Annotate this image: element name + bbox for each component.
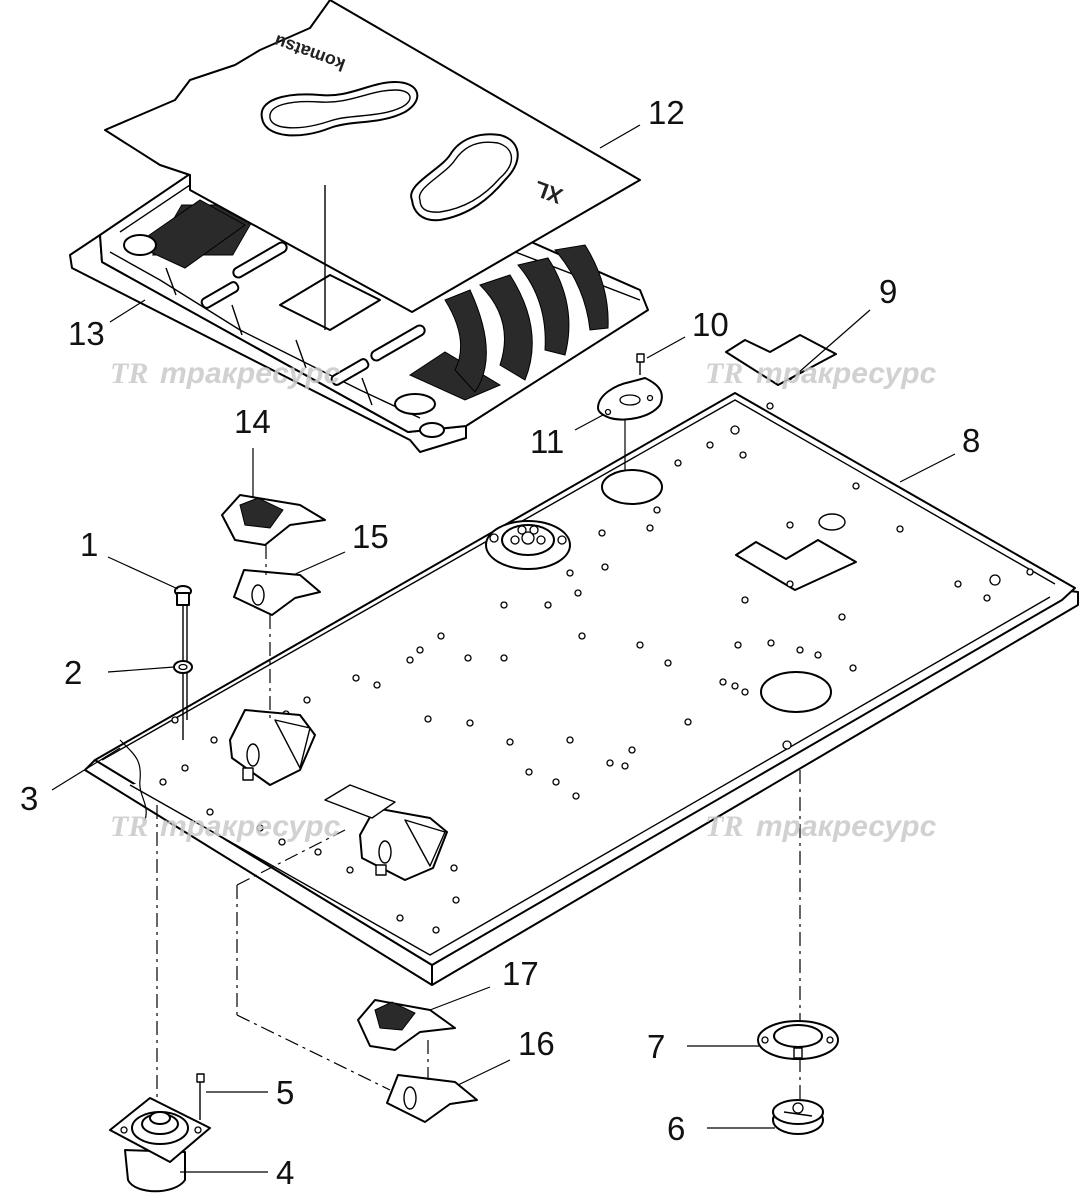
callout-12: 12	[648, 94, 685, 131]
callout-2: 2	[64, 654, 82, 691]
part-11-flange	[597, 377, 663, 470]
plate-flange	[485, 520, 571, 570]
callout-14: 14	[234, 403, 271, 440]
part-9-cover	[725, 334, 837, 386]
watermark-bottom-left: TR тракресурс	[110, 810, 341, 843]
callout-1: 1	[80, 526, 98, 563]
part-16-bracket	[386, 1074, 478, 1123]
assembly-lines	[156, 545, 801, 1100]
callout-5: 5	[276, 1074, 294, 1111]
plate-bracket-1	[229, 709, 316, 786]
watermark-logo: TR	[705, 357, 743, 390]
watermark-logo: TR	[110, 810, 148, 843]
watermark-top-right: TR тракресурс	[705, 357, 937, 390]
callout-6: 6	[667, 1110, 685, 1147]
part-10-bolt	[636, 353, 645, 375]
mat-handle-1	[200, 241, 288, 309]
plate-bracket-2	[324, 784, 448, 881]
floor-plate	[84, 392, 1079, 986]
watermark-logo: TR	[110, 357, 148, 390]
callout-3: 3	[20, 780, 38, 817]
top-mat: komatsu XL	[104, 0, 641, 330]
watermark-text: тракресурс	[756, 357, 937, 390]
callout-10: 10	[692, 306, 729, 343]
part-4-mount	[109, 1097, 211, 1193]
part-5-screw	[196, 1073, 205, 1120]
leader-lines	[51, 124, 956, 1173]
watermark-text: тракресурс	[160, 357, 341, 390]
watermark-top-left: TR тракресурс	[110, 357, 341, 390]
callout-16: 16	[518, 1025, 555, 1062]
part-7-ring	[757, 1020, 839, 1060]
callout-17: 17	[502, 955, 539, 992]
callout-13: 13	[68, 315, 105, 352]
plate-holes	[159, 402, 1034, 934]
watermark-logo: TR	[705, 810, 743, 843]
watermark-text: тракресурс	[756, 810, 937, 843]
part-14-bracket	[221, 494, 326, 546]
part-6-cushion	[772, 1099, 824, 1135]
mat-handle-2	[330, 324, 426, 386]
callout-11: 11	[530, 423, 564, 460]
part-2-washer	[173, 660, 193, 674]
callout-9: 9	[879, 273, 897, 310]
callout-8: 8	[962, 422, 980, 459]
callouts: 1 2 3 4 5 6 7 8 9 10 11 12 13 14 15 16 1…	[20, 94, 980, 1191]
watermark-text: тракресурс	[160, 810, 341, 843]
callout-7: 7	[647, 1028, 665, 1065]
callout-15: 15	[352, 518, 389, 555]
part-15-bracket	[233, 569, 321, 616]
part-17-bracket	[357, 999, 456, 1051]
callout-4: 4	[276, 1154, 294, 1191]
watermark-bottom-right: TR тракресурс	[705, 810, 937, 843]
